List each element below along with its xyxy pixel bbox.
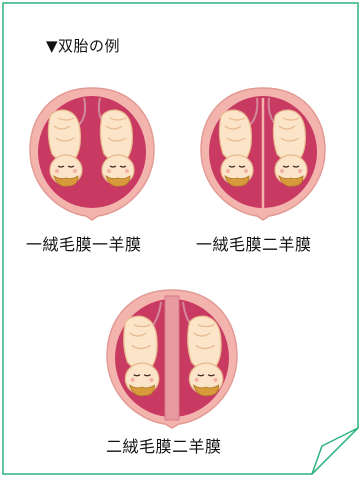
baby-right bbox=[100, 110, 134, 186]
diagram-title: ▼双胎の例 bbox=[46, 35, 120, 56]
baby-right bbox=[273, 110, 307, 186]
diagram-mono-di bbox=[199, 86, 327, 222]
label-di-di: 二絨毛膜二羊膜 bbox=[106, 433, 222, 457]
label-mono-di: 一絨毛膜二羊膜 bbox=[196, 231, 312, 255]
diagram-di-di bbox=[105, 288, 239, 430]
label-mono-mono: 一絨毛膜一羊膜 bbox=[26, 231, 142, 255]
baby-left bbox=[124, 316, 159, 396]
folded-corner bbox=[312, 428, 358, 474]
baby-right bbox=[188, 316, 223, 396]
baby-left bbox=[48, 110, 82, 186]
diagram-mono-mono bbox=[28, 86, 156, 222]
baby-left bbox=[219, 110, 253, 186]
chorionic-septum bbox=[165, 296, 179, 420]
